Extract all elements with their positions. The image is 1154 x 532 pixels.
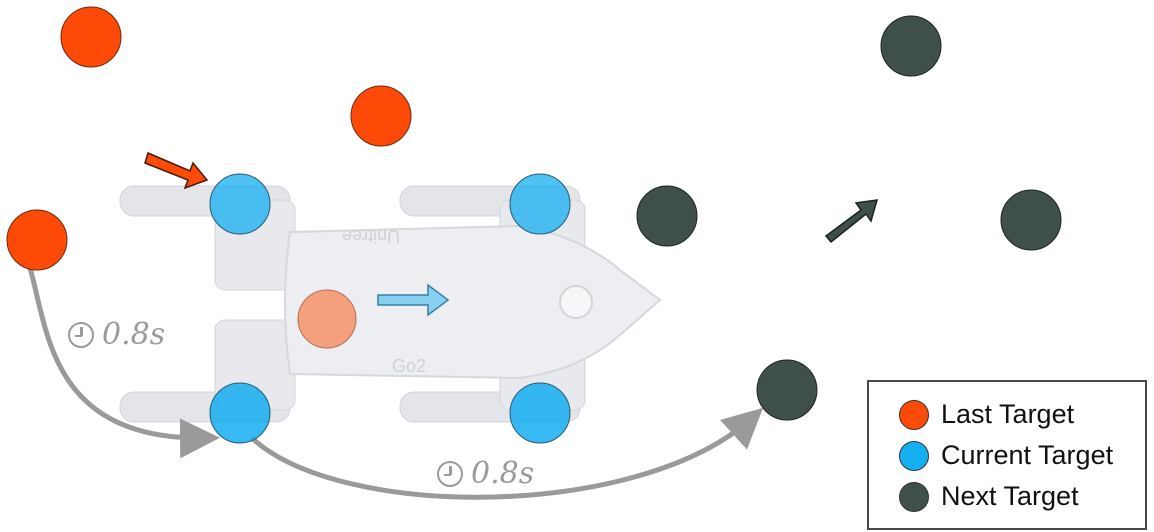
legend: Last Target Current Target Next Target — [867, 380, 1147, 530]
legend-label: Last Target — [941, 399, 1075, 429]
legend-item-current: Current Target — [899, 440, 1113, 471]
legend-item-last: Last Target — [899, 399, 1074, 430]
robot-model-text: Go2 — [392, 356, 426, 376]
next-target-marker — [880, 15, 942, 77]
clock-icon — [68, 321, 94, 348]
last-target-marker — [350, 85, 412, 147]
duration-label-upper: 0.8s — [68, 317, 165, 352]
last-target-marker — [6, 209, 68, 271]
next-target-marker — [1000, 189, 1062, 251]
duration-value: 0.8s — [471, 456, 535, 491]
robot-head-sensor — [559, 285, 593, 319]
last-target-swatch — [899, 399, 929, 430]
legend-item-next: Next Target — [899, 481, 1079, 512]
path-current-to-next — [250, 407, 764, 500]
next-target-marker — [636, 185, 698, 247]
current-target-marker — [509, 173, 571, 235]
current-target-swatch — [899, 440, 929, 471]
legend-label: Next Target — [941, 481, 1079, 511]
next-target-swatch — [899, 481, 929, 512]
current-target-marker — [209, 173, 271, 235]
last-to-current-arrow — [144, 151, 209, 190]
next-direction-arrow — [824, 199, 879, 244]
duration-label-lower: 0.8s — [437, 456, 534, 491]
legend-label: Current Target — [941, 440, 1114, 470]
current-target-marker — [209, 382, 271, 444]
next-target-marker — [756, 359, 818, 421]
path-last-to-current — [27, 267, 220, 459]
robot-body — [284, 224, 662, 380]
current-target-marker — [509, 382, 571, 444]
body-center-marker — [297, 289, 357, 349]
duration-value: 0.8s — [102, 317, 166, 352]
robot-brand-text: Unitree — [342, 226, 400, 246]
body-forward-arrow — [377, 283, 450, 317]
last-target-marker — [60, 6, 122, 68]
clock-icon — [437, 460, 463, 487]
